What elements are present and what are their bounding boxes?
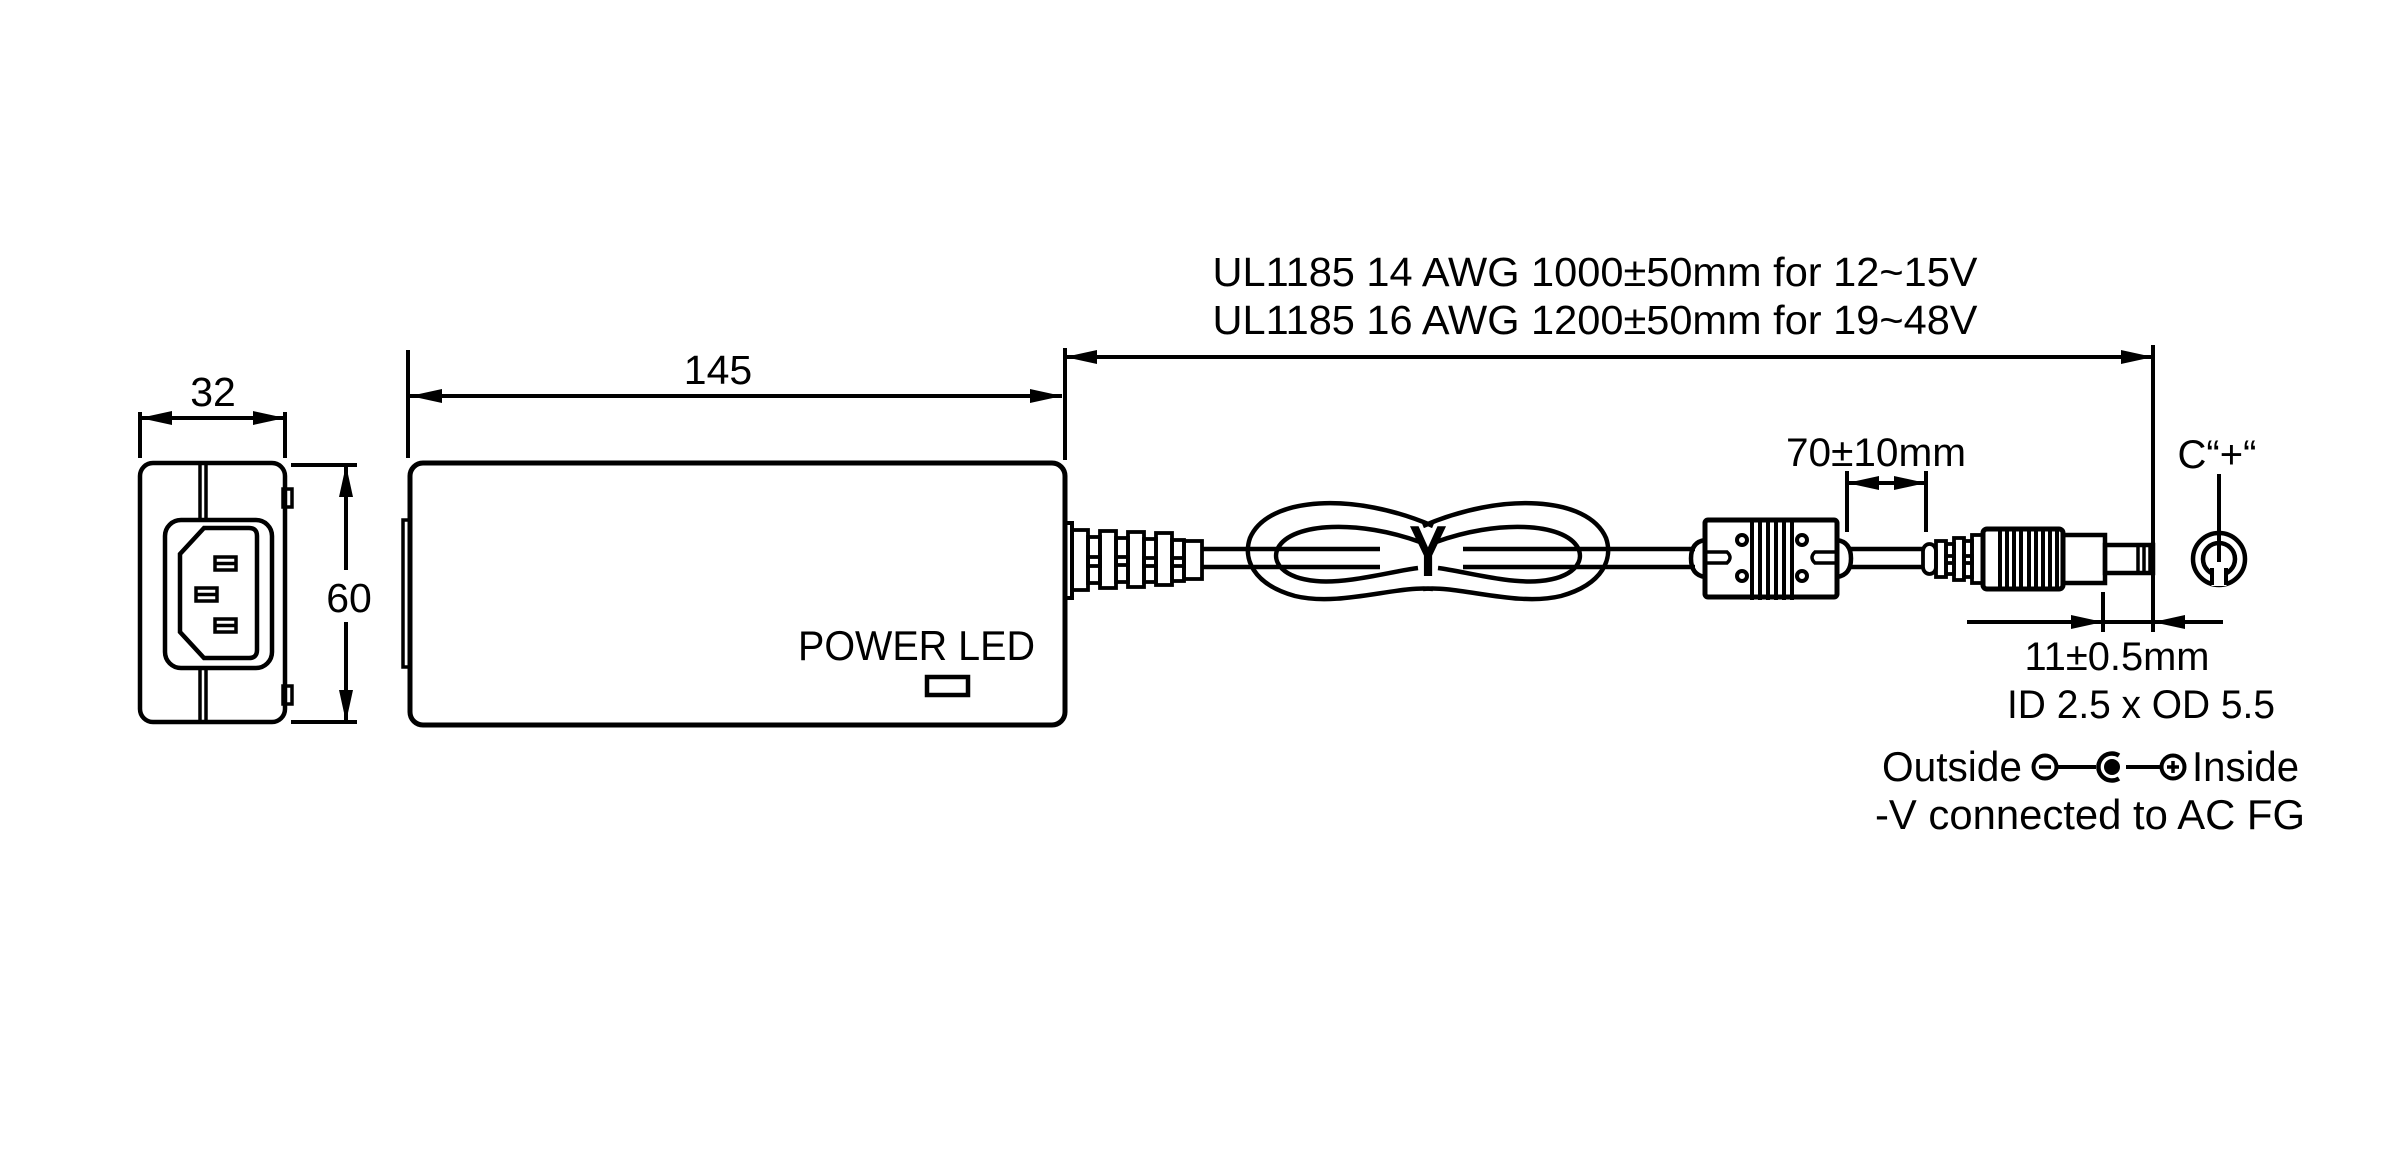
end-view-outline [137,460,288,725]
ferrite-cable-bump-right [1836,537,1854,580]
dimension-front-width: 32 [138,369,287,458]
dim-11-label: 11±0.5mm [2025,635,2210,679]
side-view-adapter-body: POWER LED [401,460,1068,728]
cable-coil-bow: Y [1245,500,1611,602]
cable-tie-mark: Y [1409,512,1447,592]
plug-tip-detail-lines [2136,547,2152,571]
plug-collar [2060,532,2108,586]
dim-60-label: 60 [326,575,372,621]
dimension-tip-length: 11±0.5mm [1967,592,2223,679]
end-view-ac-inlet [137,460,294,725]
cable-spec-line2: UL1185 16 AWG 1200±50mm for 19~48V [1213,297,1979,343]
case-clip-bottom [281,684,294,706]
dim-70-label: 70±10mm [1786,431,1966,475]
dim-145-label: 145 [684,347,752,393]
dimension-cable-length: UL1185 14 AWG 1000±50mm for 12~15V UL118… [1063,249,2155,632]
cable-spec-line1: UL1185 14 AWG 1000±50mm for 12~15V [1213,249,1979,295]
minus-terminal-icon [2031,753,2059,781]
dc-plug [1921,526,2156,592]
plug-tip-front-view: C“+“ [2178,433,2257,588]
plug-polarity-label: C“+“ [2178,433,2257,477]
plug-barrel-tip [2102,542,2156,576]
led-window [924,674,971,698]
iec-inlet-bezel [162,517,275,671]
plug-size-note: ID 2.5 x OD 5.5 [2007,683,2275,727]
ferrite-core-clamp [1688,517,1854,600]
polarity-legend: Outside Inside -V connected to AC FG [1875,743,2305,838]
dimension-ferrite-to-plug: 70±10mm [1786,431,1966,532]
ferrite-cable-bump-left [1688,537,1706,580]
ferrite-slot-left [1706,550,1732,565]
ground-note-label: -V connected to AC FG [1875,791,2305,838]
polarity-symbol [2031,751,2187,783]
dimension-front-height: 60 [291,463,372,724]
center-pin-arc-icon [2096,751,2121,783]
dim-32-label: 32 [190,369,236,415]
dimension-body-length: 145 [406,347,1062,458]
output-cable: Y [1202,500,1923,602]
iec-inlet-socket [177,525,260,661]
ferrite-hinge-ridges [1750,518,1794,600]
plug-grip-ridges [1998,531,2059,587]
case-clip-top [281,487,294,509]
ferrite-latch-dots [1735,533,1809,583]
center-pin-dot-icon [2104,759,2120,775]
plus-terminal-icon [2159,753,2187,781]
iec-inlet-pins [194,555,238,634]
polarity-inside-label: Inside [2192,743,2299,790]
plug-strain-relief [1921,533,1985,585]
ferrite-slot-right [1810,550,1836,565]
cable-strain-relief-boot [1063,521,1204,600]
ferrite-body [1702,517,1840,600]
power-led-label: POWER LED [798,622,1035,669]
plug-keyway-notch [2210,568,2228,585]
polarity-outside-label: Outside [1882,743,2022,790]
plug-size-label: ID 2.5 x OD 5.5 [2007,683,2275,727]
case-seam-lines [198,465,208,720]
